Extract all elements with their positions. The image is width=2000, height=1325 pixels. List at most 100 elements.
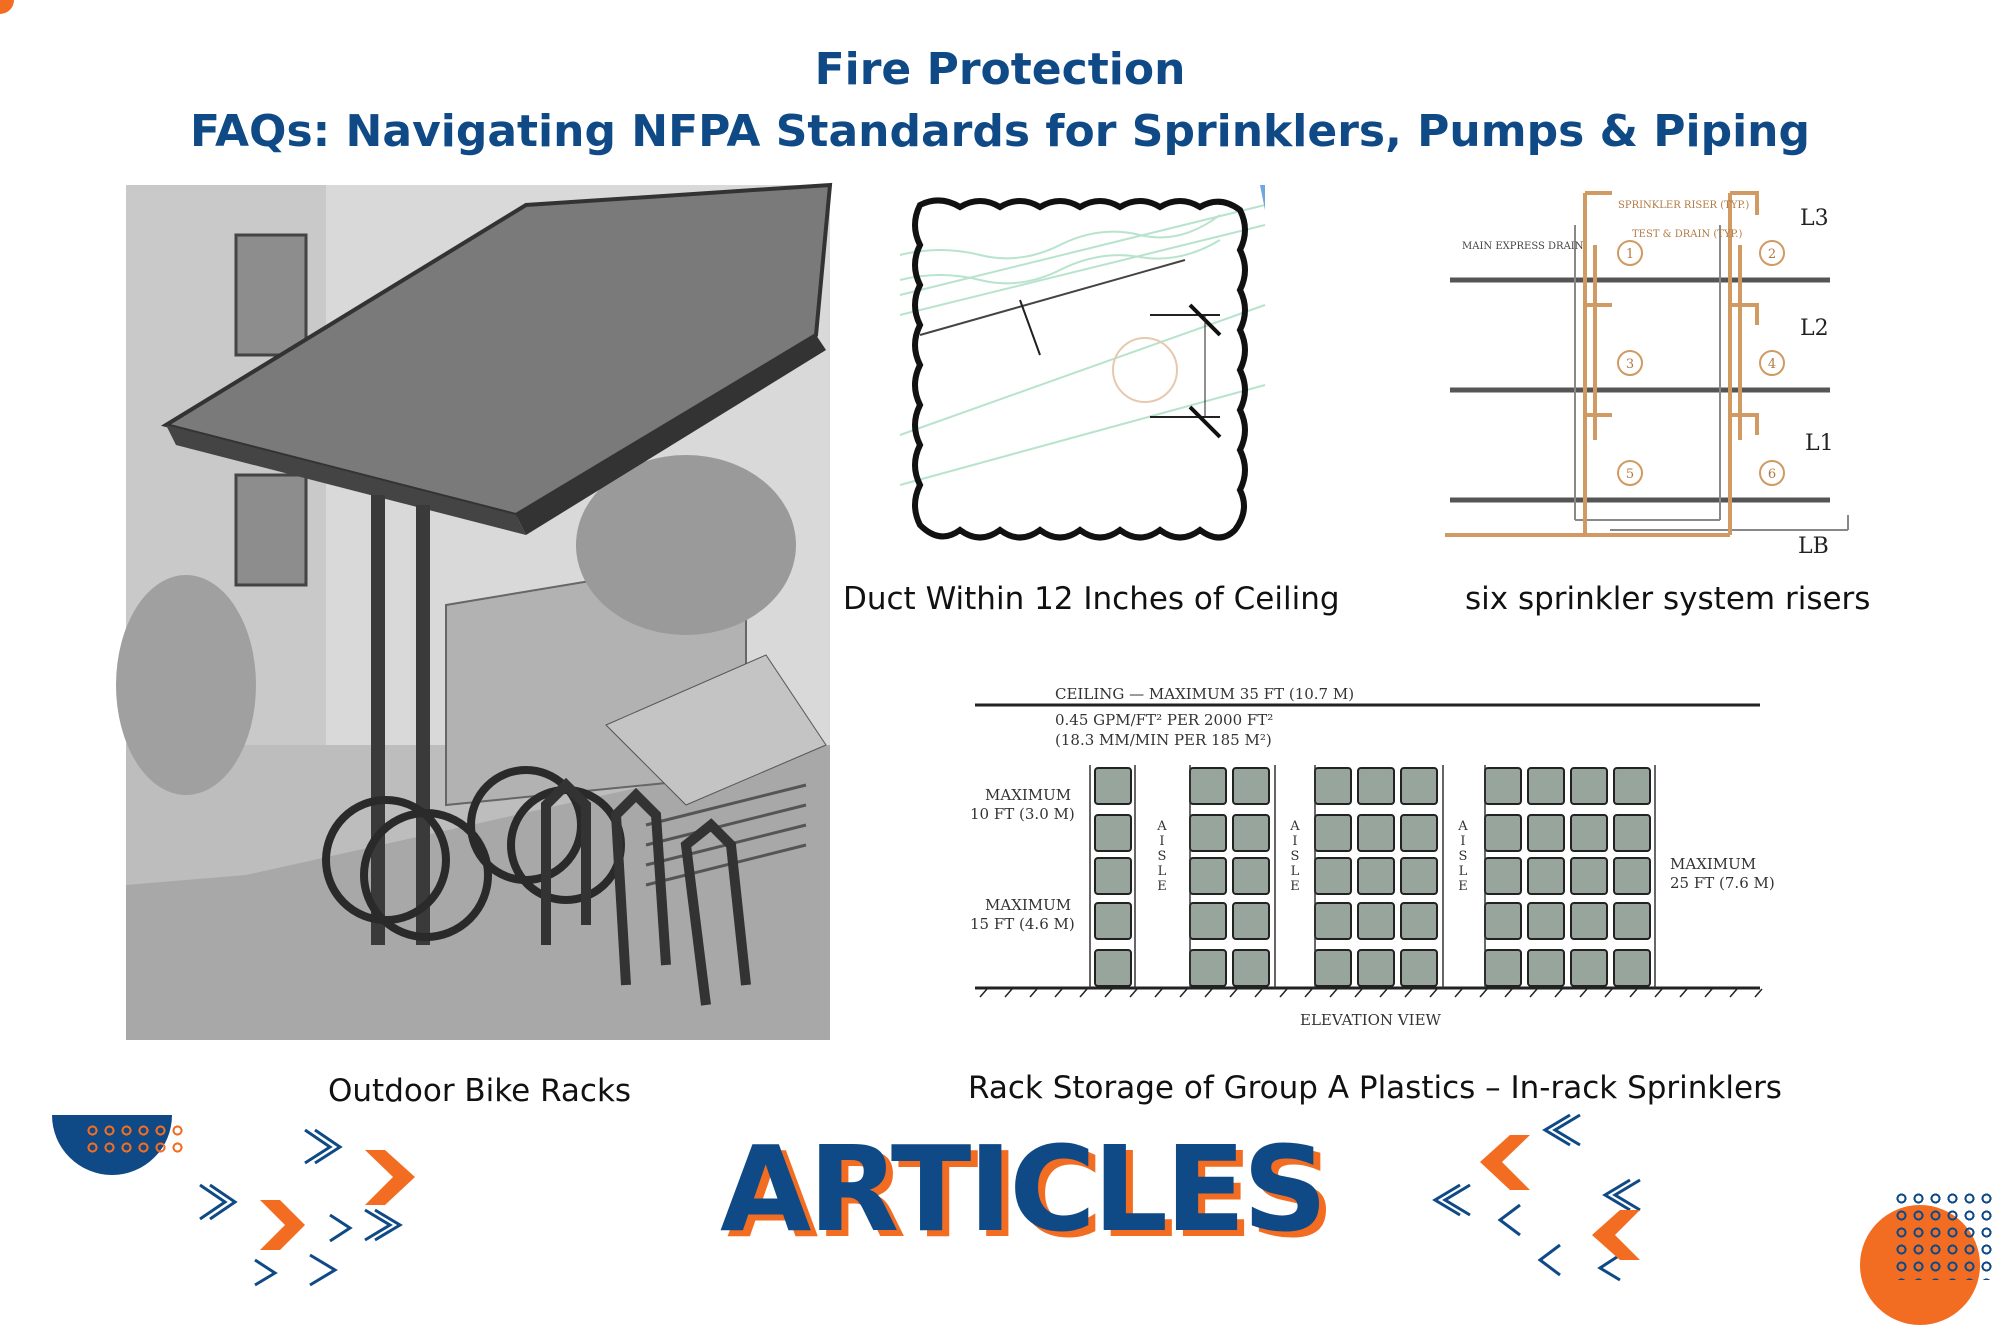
risers-diagram: 1 2 3 4 5 6 SPRINKLER RISER (TYP.) TEST … (1440, 185, 1860, 560)
rack-box (1189, 814, 1227, 852)
svg-text:S: S (1459, 849, 1468, 864)
rack-box (1357, 767, 1395, 805)
page-subtitle: FAQs: Navigating NFPA Standards for Spri… (189, 106, 1810, 157)
svg-text:L: L (1291, 864, 1300, 879)
chevron-decoration (195, 1125, 455, 1287)
max-label: 10 FT (3.0 M) (970, 805, 1075, 823)
rack-box (1189, 857, 1227, 895)
svg-text:S: S (1158, 849, 1167, 864)
elevation-label: ELEVATION VIEW (1300, 1011, 1442, 1029)
aisle-label: A (1156, 819, 1167, 834)
rack-box (1484, 814, 1522, 852)
rack-box (1232, 857, 1270, 895)
rack-box (1094, 857, 1132, 895)
rack-box (1357, 902, 1395, 940)
rack-box (1484, 767, 1522, 805)
rack-box (1314, 902, 1352, 940)
rack-box (1232, 902, 1270, 940)
level-label: L3 (1800, 206, 1829, 231)
density-label: (18.3 MM/MIN PER 185 M²) (1055, 731, 1272, 749)
rack-box (1400, 767, 1438, 805)
rack-box (1400, 949, 1438, 987)
dot-grid-decoration (84, 1122, 184, 1156)
rack-box (1400, 902, 1438, 940)
rack-box (1357, 814, 1395, 852)
rack-box (1527, 857, 1565, 895)
rack-box (1570, 902, 1608, 940)
corner-decoration (0, 0, 14, 14)
dot-grid-decoration (1893, 1190, 1995, 1280)
rack-box (1613, 949, 1651, 987)
svg-text:L: L (1158, 864, 1167, 879)
rack-box (1570, 814, 1608, 852)
rack-box (1189, 902, 1227, 940)
rack-box (1357, 949, 1395, 987)
rack-box (1570, 949, 1608, 987)
svg-text:A: A (1289, 819, 1300, 834)
rack-caption: Rack Storage of Group A Plastics – In-ra… (968, 1070, 1782, 1106)
max-label: MAXIMUM (985, 896, 1071, 914)
rack-box (1094, 814, 1132, 852)
rack-box (1613, 902, 1651, 940)
svg-text:A: A (1457, 819, 1468, 834)
rack-box (1314, 857, 1352, 895)
rack-box (1357, 857, 1395, 895)
bike-rack-caption: Outdoor Bike Racks (328, 1073, 632, 1109)
level-label: LB (1798, 534, 1829, 559)
svg-text:I: I (1292, 834, 1297, 849)
rack-box (1613, 767, 1651, 805)
rack-box (1400, 814, 1438, 852)
riser-number: 6 (1768, 467, 1776, 482)
level-label: L2 (1800, 316, 1829, 341)
max-label: 25 FT (7.6 M) (1670, 874, 1775, 892)
rack-box (1094, 767, 1132, 805)
rack-box (1314, 767, 1352, 805)
level-label: L1 (1805, 431, 1834, 456)
svg-text:E: E (1290, 879, 1300, 894)
max-label: 15 FT (4.6 M) (970, 915, 1075, 933)
duct-diagram (899, 185, 1266, 565)
rack-box (1484, 857, 1522, 895)
rack-storage-diagram: CEILING — MAXIMUM 35 FT (10.7 M) 0.45 GP… (965, 675, 1775, 1035)
rack-box (1527, 767, 1565, 805)
riser-number: 3 (1626, 357, 1634, 372)
bike-rack-image (116, 182, 833, 1040)
svg-text:I: I (1460, 834, 1465, 849)
test-drain-label: TEST & DRAIN (TYP.) (1632, 229, 1742, 240)
rack-box (1400, 857, 1438, 895)
riser-number: 4 (1768, 357, 1776, 372)
rack-box (1094, 949, 1132, 987)
articles-banner: ARTICLES (720, 1120, 1328, 1258)
rack-box (1613, 857, 1651, 895)
svg-text:L: L (1459, 864, 1468, 879)
svg-text:I: I (1159, 834, 1164, 849)
rack-box (1484, 902, 1522, 940)
rack-box (1570, 767, 1608, 805)
rack-box (1527, 902, 1565, 940)
riser-number: 5 (1626, 467, 1634, 482)
density-label: 0.45 GPM/FT² PER 2000 FT² (1055, 711, 1273, 729)
risers-caption: six sprinkler system risers (1465, 581, 1871, 617)
chevron-decoration (1420, 1110, 1720, 1282)
rack-box (1314, 949, 1352, 987)
max-label: MAXIMUM (985, 786, 1071, 804)
rack-box (1232, 949, 1270, 987)
rack-box (1570, 857, 1608, 895)
rack-box (1484, 949, 1522, 987)
rack-box (1527, 949, 1565, 987)
rack-box (1189, 949, 1227, 987)
rack-box (1314, 814, 1352, 852)
max-label: MAXIMUM (1670, 855, 1756, 873)
rack-box (1527, 814, 1565, 852)
main-drain-label: MAIN EXPRESS DRAIN (1462, 241, 1584, 252)
rack-box (1232, 767, 1270, 805)
duct-caption: Duct Within 12 Inches of Ceiling (843, 581, 1340, 617)
rack-box (1094, 902, 1132, 940)
riser-label: SPRINKLER RISER (TYP.) (1618, 200, 1749, 211)
svg-text:E: E (1458, 879, 1468, 894)
page-title: Fire Protection (814, 44, 1186, 95)
svg-text:S: S (1291, 849, 1300, 864)
svg-text:E: E (1157, 879, 1167, 894)
rack-box (1613, 814, 1651, 852)
riser-number: 1 (1626, 247, 1634, 262)
